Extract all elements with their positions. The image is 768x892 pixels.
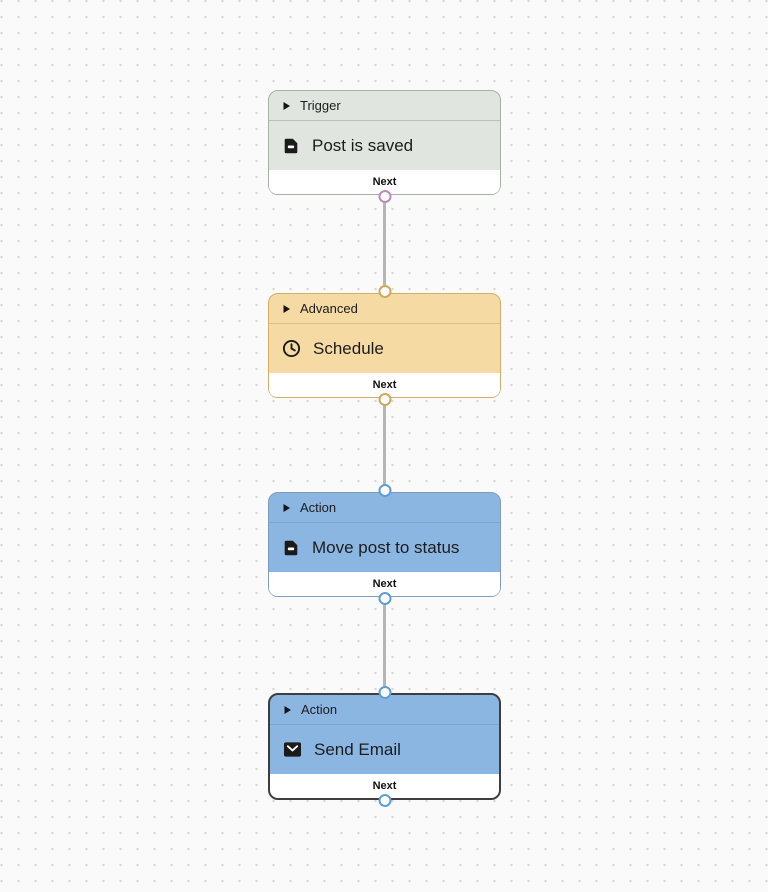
node-title: Move post to status — [312, 537, 460, 557]
node-title: Post is saved — [312, 135, 414, 155]
collapse-triangle-icon[interactable] — [282, 304, 291, 314]
input-port[interactable] — [378, 686, 391, 699]
next-port-label: Next — [372, 176, 397, 188]
input-port[interactable] — [378, 285, 391, 298]
node-trigger-post-is-saved[interactable]: Trigger Post is saved Next — [268, 90, 501, 203]
node-header[interactable]: Action — [269, 493, 500, 523]
node-action-send-email[interactable]: Action Send Email Next — [268, 686, 501, 807]
output-port[interactable] — [378, 592, 391, 605]
node-body[interactable]: Send Email — [270, 725, 499, 774]
node-category-label: Action — [301, 702, 338, 717]
node-body[interactable]: Move post to status — [269, 523, 500, 572]
node-title: Schedule — [313, 338, 384, 358]
clock-icon — [282, 339, 301, 358]
node-header[interactable]: Advanced — [269, 294, 500, 324]
input-port[interactable] — [378, 484, 391, 497]
next-port-label: Next — [372, 780, 397, 792]
collapse-triangle-icon[interactable] — [282, 503, 291, 513]
post-icon — [282, 137, 300, 155]
collapse-triangle-icon[interactable] — [282, 101, 291, 111]
node-body[interactable]: Post is saved — [269, 121, 500, 170]
connector-edge — [383, 196, 386, 293]
node-category-label: Trigger — [300, 98, 341, 113]
node-advanced-schedule[interactable]: Advanced Schedule Next — [268, 285, 501, 406]
connector-edge — [383, 398, 386, 492]
node-body[interactable]: Schedule — [269, 324, 500, 373]
next-port-label: Next — [372, 379, 397, 391]
post-icon — [282, 539, 300, 557]
node-header[interactable]: Action — [270, 695, 499, 725]
collapse-triangle-icon[interactable] — [283, 705, 292, 715]
output-port[interactable] — [378, 794, 391, 807]
connector-edge — [383, 597, 386, 693]
node-header[interactable]: Trigger — [269, 91, 500, 121]
node-category-label: Action — [300, 500, 337, 515]
output-port[interactable] — [378, 393, 391, 406]
node-category-label: Advanced — [300, 301, 358, 316]
node-action-move-post-to-status[interactable]: Action Move post to status Next — [268, 484, 501, 605]
output-port[interactable] — [378, 190, 391, 203]
next-port-label: Next — [372, 578, 397, 590]
node-title: Send Email — [314, 739, 401, 759]
mail-icon — [283, 741, 302, 758]
